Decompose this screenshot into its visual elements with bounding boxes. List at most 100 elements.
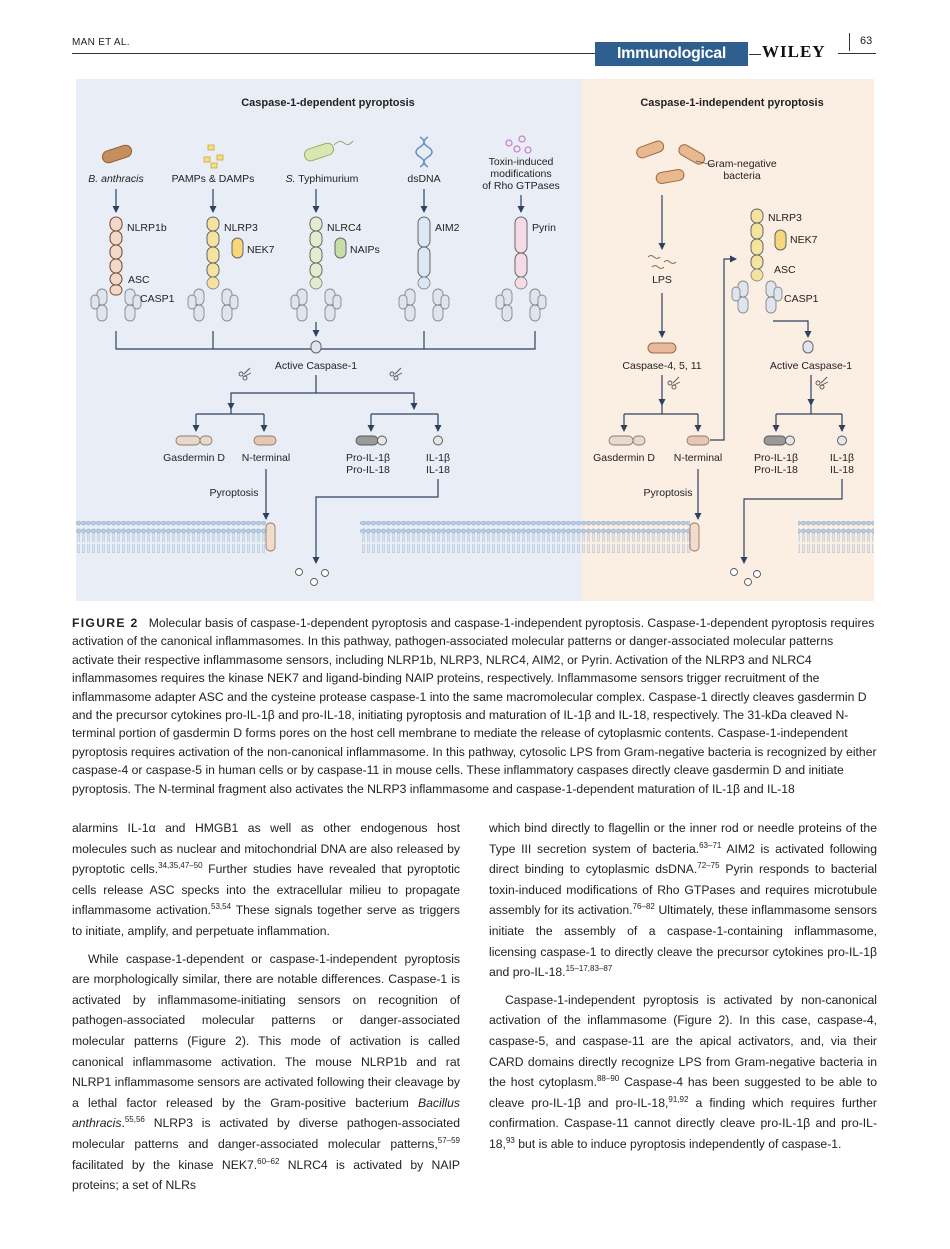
pyroptosis-left-label: Pyroptosis xyxy=(209,487,258,499)
trigger-arrows xyxy=(112,189,525,213)
left-panel-bg xyxy=(76,79,582,601)
il18-right-label: IL-18 xyxy=(830,464,854,476)
page-number-divider xyxy=(849,33,850,51)
right-casp1-label: CASP1 xyxy=(784,293,819,305)
pamps-damps-label: PAMPs & DAMPs xyxy=(172,173,255,185)
n-terminal-left-icon xyxy=(253,435,277,446)
caspase-4-5-11-icon xyxy=(647,342,677,354)
membrane-pore-right xyxy=(689,522,700,552)
pyroptosis-right-arrows xyxy=(694,469,843,564)
active-caspase1-right-label: Active Caspase-1 xyxy=(770,360,852,372)
right-panel-bg xyxy=(582,79,874,601)
pro-il18-right-label: Pro-IL-18 xyxy=(754,464,798,476)
s-typhimurium-label: S. Typhimurium xyxy=(286,173,359,185)
toxin-icon xyxy=(505,135,532,154)
scissors-icon xyxy=(238,367,403,381)
s-typhimurium-icon xyxy=(303,140,354,162)
gasdermin-d-left-label: Gasdermin D xyxy=(163,452,225,464)
lps-label: LPS xyxy=(652,274,672,286)
right-paragraph-2: Caspase-1-independent pyroptosis is acti… xyxy=(489,992,878,1151)
il-left-icon xyxy=(433,435,443,446)
pro-il18-left-label: Pro-IL-18 xyxy=(346,464,390,476)
b-anthracis-icon xyxy=(101,144,133,164)
released-contents-right xyxy=(730,568,761,586)
convergence-bracket xyxy=(115,322,536,350)
nlrp3-sensor xyxy=(206,216,220,278)
right-asc-casp1-complex xyxy=(731,268,783,314)
aim2-sensor xyxy=(417,216,431,278)
nlrc4-sensor xyxy=(309,216,323,278)
nlrp3-label: NLRP3 xyxy=(224,222,258,234)
pro-il-left-icon xyxy=(355,435,387,446)
pamps-damps-icon xyxy=(203,144,224,169)
nlrp1b-label: NLRP1b xyxy=(127,222,167,234)
dsdna-icon xyxy=(415,136,433,168)
gram-negative-label-line1: Gram-negative xyxy=(707,158,777,170)
n-terminal-right-label: N-terminal xyxy=(674,452,722,464)
active-caspase1-right-icon xyxy=(802,340,814,354)
right-paragraph-1: which bind directly to flagellin or the … xyxy=(489,821,877,980)
active-caspase1-left-icon xyxy=(310,340,322,354)
n-terminal-right-icon xyxy=(686,435,710,446)
cleavage-arrows-left xyxy=(192,375,442,432)
toxin-label-line3: of Rho GTPases xyxy=(482,180,560,192)
figure-label: FIGURE 2 xyxy=(72,616,139,630)
journal-logo: Immunological Reviews xyxy=(595,42,748,86)
left-panel-title: Caspase-1-dependent pyroptosis xyxy=(241,97,415,109)
active-caspase1-left-label: Active Caspase-1 xyxy=(275,360,357,372)
figure-2-diagram: Caspase-1-dependent pyroptosis Caspase-1… xyxy=(76,79,874,601)
pro-il-right-icon xyxy=(763,435,795,446)
gram-negative-label-line2: bacteria xyxy=(723,170,761,182)
scissors-right-icon xyxy=(667,376,829,390)
left-paragraph-1: alarmins IL-1α and HMGB1 as well as othe… xyxy=(72,821,461,938)
right-nlrp3-label: NLRP3 xyxy=(768,212,802,224)
right-panel-title: Caspase-1-independent pyroptosis xyxy=(640,97,823,109)
cell-membrane-left xyxy=(76,521,266,553)
il-right-icon xyxy=(837,435,847,446)
il1b-right-label: IL-1β xyxy=(830,452,854,464)
left-paragraph-2: While caspase-1-dependent or caspase-1-i… xyxy=(72,951,460,1193)
toxin-label-line1: Toxin-induced xyxy=(489,156,554,168)
nlrp1b-sensor xyxy=(109,216,123,286)
gasdermin-d-right-label: Gasdermin D xyxy=(593,452,655,464)
pyroptosis-left-arrows xyxy=(262,469,439,564)
nek7-icon xyxy=(231,237,244,259)
header-rule-short xyxy=(749,54,761,55)
publisher-logo: WILEY xyxy=(762,42,826,61)
casp1-label: CASP1 xyxy=(140,293,175,305)
running-header-authors: MAN ET AL. xyxy=(72,37,130,48)
body-column-right: which bind directly to flagellin or the … xyxy=(489,818,877,1155)
naips-icon xyxy=(334,237,347,259)
membrane-pore-left xyxy=(265,522,276,552)
pyroptosis-right-label: Pyroptosis xyxy=(643,487,692,499)
naips-label: NAIPs xyxy=(350,244,380,256)
asc-label: ASC xyxy=(128,274,150,286)
body-column-left: alarmins IL-1α and HMGB1 as well as othe… xyxy=(72,818,460,1196)
pyrin-label: Pyrin xyxy=(532,222,556,234)
pro-il1b-right-label: Pro-IL-1β xyxy=(754,452,798,464)
cleavage-arrows-right xyxy=(620,255,846,441)
header-rule-end xyxy=(838,53,876,54)
b-anthracis-label: B. anthracis xyxy=(88,173,144,185)
il18-left-label: IL-18 xyxy=(426,464,450,476)
nlrc4-label: NLRC4 xyxy=(327,222,362,234)
gasdermin-d-right-icon xyxy=(608,435,646,446)
right-nek7-label: NEK7 xyxy=(790,234,818,246)
nek7-label: NEK7 xyxy=(247,244,275,256)
cell-membrane-right xyxy=(798,521,874,553)
aim2-label: AIM2 xyxy=(435,222,460,234)
released-contents-left xyxy=(295,568,329,586)
gram-negative-bacteria-icon xyxy=(636,140,706,184)
n-terminal-left-label: N-terminal xyxy=(242,452,290,464)
toxin-label-line2: modifications xyxy=(490,168,551,180)
gasdermin-d-left-icon xyxy=(175,435,213,446)
header-rule xyxy=(72,53,600,54)
il1b-left-label: IL-1β xyxy=(426,452,450,464)
lps-icon xyxy=(647,255,677,269)
page-number: 63 xyxy=(860,35,873,47)
pyrin-sensor xyxy=(514,216,528,278)
caspase-4-5-11-label: Caspase-4, 5, 11 xyxy=(622,360,701,372)
asc-casp1-complexes xyxy=(90,276,547,322)
right-nlrp3-sensor xyxy=(750,208,764,270)
cell-membrane-middle xyxy=(360,521,690,553)
